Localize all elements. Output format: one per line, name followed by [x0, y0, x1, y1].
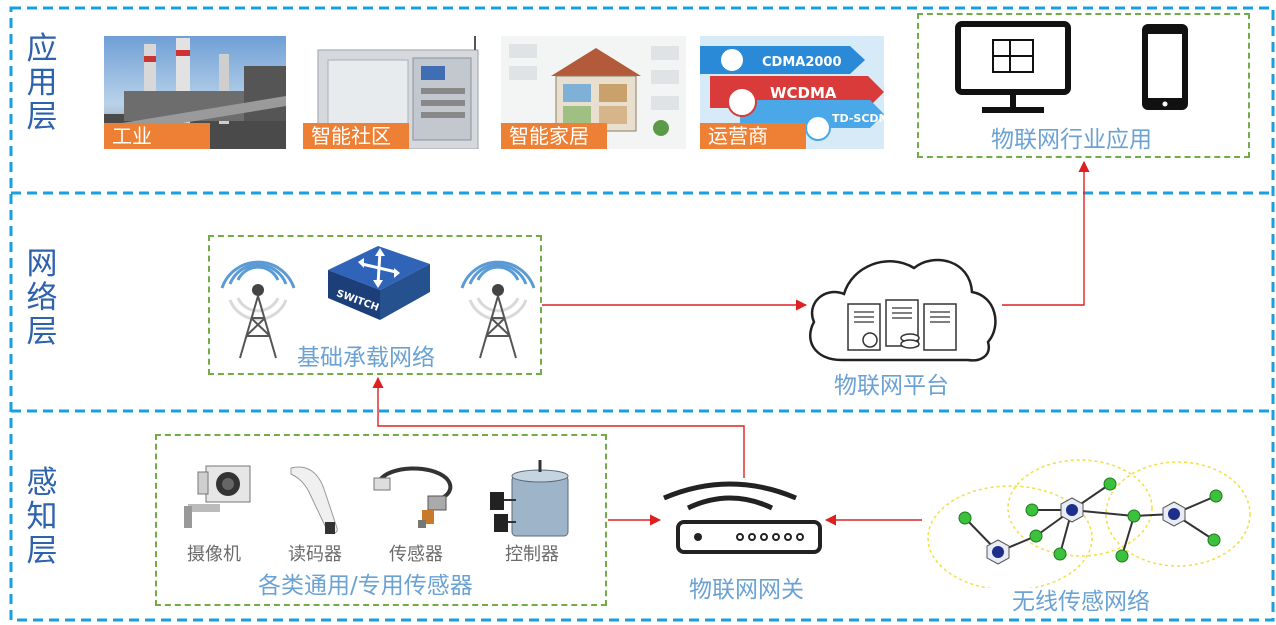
terminal-devices — [955, 21, 1188, 113]
cloud-platform-icon — [809, 258, 997, 362]
smart-home-label: 智能家居 — [501, 123, 607, 149]
switch-icon: SWITCH — [328, 246, 430, 320]
layer-label-network: 网络层 — [22, 247, 62, 349]
smart-community-label: 智能社区 — [303, 123, 409, 149]
arrow-platform-to-app — [1002, 160, 1090, 306]
phone-icon — [1142, 24, 1188, 110]
camera-label: 摄像机 — [187, 544, 241, 565]
bearer-network-caption: 基础承载网络 — [297, 345, 435, 371]
wsn-cluster-3 — [1105, 461, 1251, 567]
outer-frame — [9, 6, 1275, 622]
industry-app-box — [917, 13, 1250, 158]
left-antenna-tower-icon — [220, 260, 296, 359]
operator-image: CDMA2000 WCDMA TD-SCDMA 运营商 — [700, 36, 884, 149]
camera-icon — [184, 465, 251, 528]
smart-home-illustration — [509, 44, 679, 136]
controller-label: 控制器 — [505, 544, 559, 565]
sensor-probe-icon — [373, 466, 453, 528]
wsn-cluster-1 — [927, 485, 1093, 588]
right-antenna-tower-icon — [460, 260, 536, 359]
layer-label-perception-text: 感知层 — [26, 465, 58, 569]
sensor-label: 传感器 — [389, 544, 443, 565]
layer-label-perception: 感知层 — [22, 466, 62, 568]
sensor-group-caption: 各类通用/专用传感器 — [258, 573, 473, 599]
layer-label-application: 应用层 — [22, 32, 62, 134]
wsn-caption: 无线传感网络 — [1012, 589, 1150, 615]
gateway-caption: 物联网网关 — [689, 577, 804, 603]
operator-arrows-illustration: CDMA2000 WCDMA TD-SCDMA — [700, 46, 884, 141]
arrow-gateway-to-network — [372, 376, 745, 478]
bearer-network-box — [208, 235, 542, 375]
layer-label-application-text: 应用层 — [26, 31, 58, 135]
monitor-icon — [955, 21, 1071, 113]
td-logo-text: TD-SCDMA — [832, 112, 884, 125]
cdma-logo-text: CDMA2000 — [762, 55, 842, 70]
wireless-sensor-network — [927, 459, 1251, 588]
wcdma-logo-text: WCDMA — [770, 84, 837, 102]
industry-label: 工业 — [104, 123, 210, 149]
reader-label: 读码器 — [288, 544, 342, 565]
layer-label-network-text: 网络层 — [26, 246, 58, 350]
platform-caption: 物联网平台 — [834, 373, 949, 399]
gateway-router-icon — [663, 481, 822, 554]
barcode-reader-icon — [290, 466, 338, 535]
industry-app-caption: 物联网行业应用 — [991, 127, 1152, 153]
wsn-cluster-2 — [1007, 459, 1153, 557]
smart-home-image: 智能家居 — [501, 36, 686, 149]
controller-icon — [490, 460, 569, 537]
smart-community-image: 智能社区 — [303, 36, 488, 149]
industry-image: 工业 — [104, 36, 286, 149]
sensor-group-box — [155, 434, 607, 606]
operator-label: 运营商 — [700, 123, 806, 149]
